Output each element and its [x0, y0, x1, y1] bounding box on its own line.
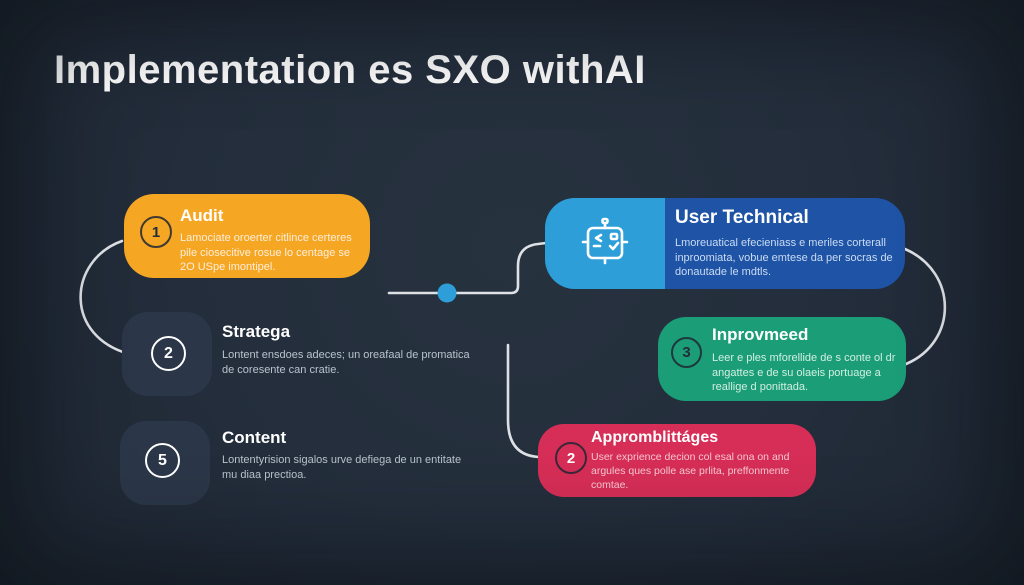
content-title: Content: [222, 428, 287, 447]
approaches-step-badge: 2: [555, 442, 587, 474]
robot-icon: [581, 217, 629, 264]
connector-usertech-improvement: [903, 247, 947, 366]
improvement-description: Leer e ples mforellide de s conte ol dr …: [712, 352, 896, 394]
strategy-description: Lontent ensdoes adeces; un oreafaal de p…: [222, 349, 470, 376]
strategy-step-badge: 2: [151, 336, 186, 371]
user-technical-card: [545, 198, 905, 289]
connector-dot: [437, 283, 457, 303]
content-step-badge: 5: [145, 443, 180, 478]
strategy-title: Stratega: [222, 322, 291, 341]
user-technical-icon-panel: [545, 198, 665, 289]
audit-title: Audit: [180, 206, 224, 225]
content-description: Lontentyrision sigalos urve defiega de u…: [222, 454, 462, 481]
audit-step-badge: 1: [140, 216, 172, 248]
connector-approaches: [506, 343, 542, 459]
user-technical-title: User Technical: [675, 207, 809, 228]
approaches-description: User exprience decion col esal ona on an…: [591, 451, 790, 491]
audit-description: Lamociate oroerter citlince certeres pil…: [180, 232, 352, 274]
improvement-title: Inprovmeed: [712, 325, 809, 344]
user-technical-description: Lmoreuatical efecieniass e meriles corte…: [675, 237, 893, 279]
improvement-step-badge: 3: [671, 337, 702, 368]
approaches-title: Appromblittáges: [591, 429, 719, 446]
connector-middle: [387, 241, 548, 295]
page-title: Implementation es SXO withAI: [54, 48, 646, 92]
